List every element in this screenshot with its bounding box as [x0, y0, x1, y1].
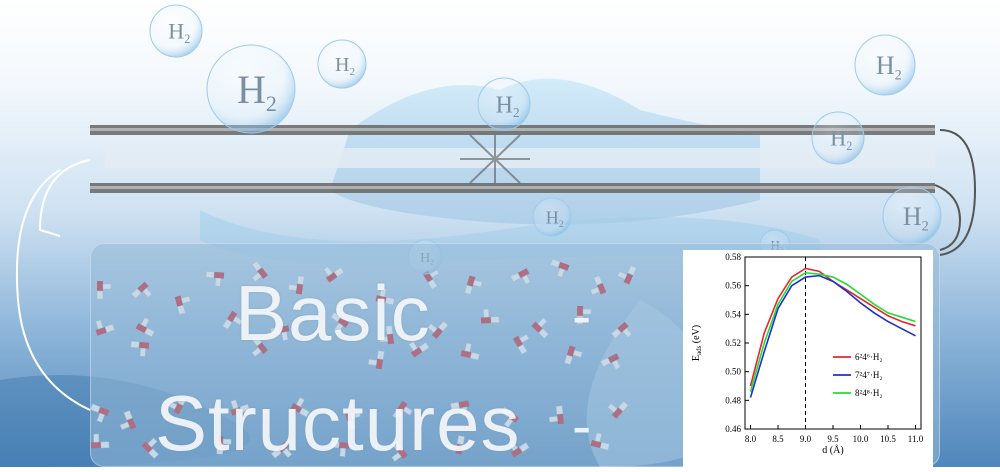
chart-svg: 8.0 8.5 9.0 9.5 10.0 10.5 11.0 0.46 0.48 0.50 0.52…	[683, 250, 933, 467]
y-tick-label: 0.54	[725, 309, 741, 319]
y-tick-label: 0.52	[725, 338, 741, 348]
h2-bubble: H2	[477, 77, 531, 131]
x-tick-label: 8.5	[772, 434, 784, 444]
h2-bubble: H2	[854, 34, 916, 96]
y-tick-label: 0.48	[725, 395, 741, 405]
bubble-shape	[532, 197, 572, 237]
bubble-shape	[149, 4, 203, 58]
series-line	[749, 274, 916, 398]
x-tick-label: 10.0	[853, 434, 869, 444]
h2-bubble: H2	[206, 44, 296, 134]
y-tick-label: 0.58	[725, 252, 741, 262]
graphene-layers	[90, 125, 935, 193]
h2-bubble: H2	[532, 197, 572, 237]
h2-bubble: H2	[149, 4, 203, 58]
bubble-shape	[854, 34, 916, 96]
x-tick-label: 11.0	[908, 434, 924, 444]
h2-bubble: H2	[317, 39, 367, 89]
legend-label: 6²4⁶·H₂	[855, 352, 882, 362]
y-tick-label: 0.56	[725, 281, 741, 291]
bubble-shape	[477, 77, 531, 131]
y-tick-label: 0.50	[725, 367, 741, 377]
h2-bubble: H2	[882, 186, 942, 246]
overlay-dash-2: -	[572, 394, 593, 459]
adsorption-energy-chart: 8.0 8.5 9.0 9.5 10.0 10.5 11.0 0.46 0.48 0.50 0.52…	[683, 250, 933, 467]
x-tick-label: 9.5	[827, 434, 839, 444]
overlay-word-structures: Structures	[155, 379, 521, 467]
y-axis-label: Eads (eV)	[691, 325, 703, 361]
y-tick-label: 0.46	[725, 424, 741, 434]
legend-label: 8²4⁸·H₂	[855, 388, 882, 398]
x-tick-label: 8.0	[745, 434, 757, 444]
x-axis-label: d (Å)	[822, 444, 843, 456]
bubble-shape	[206, 44, 296, 134]
series-line	[749, 271, 916, 392]
overlay-dash-1: -	[572, 284, 593, 349]
overlay-word-basic: Basic	[235, 269, 431, 357]
connector-arrows	[15, 129, 977, 411]
x-tick-label: 9.0	[800, 434, 812, 444]
legend-label: 7²4⁷·H₂	[855, 370, 882, 380]
h2-bubble: H2	[811, 111, 865, 165]
bubble-shape	[317, 39, 367, 89]
x-tick-label: 10.5	[880, 434, 896, 444]
bubble-shape	[811, 111, 865, 165]
chart-background	[683, 250, 933, 467]
